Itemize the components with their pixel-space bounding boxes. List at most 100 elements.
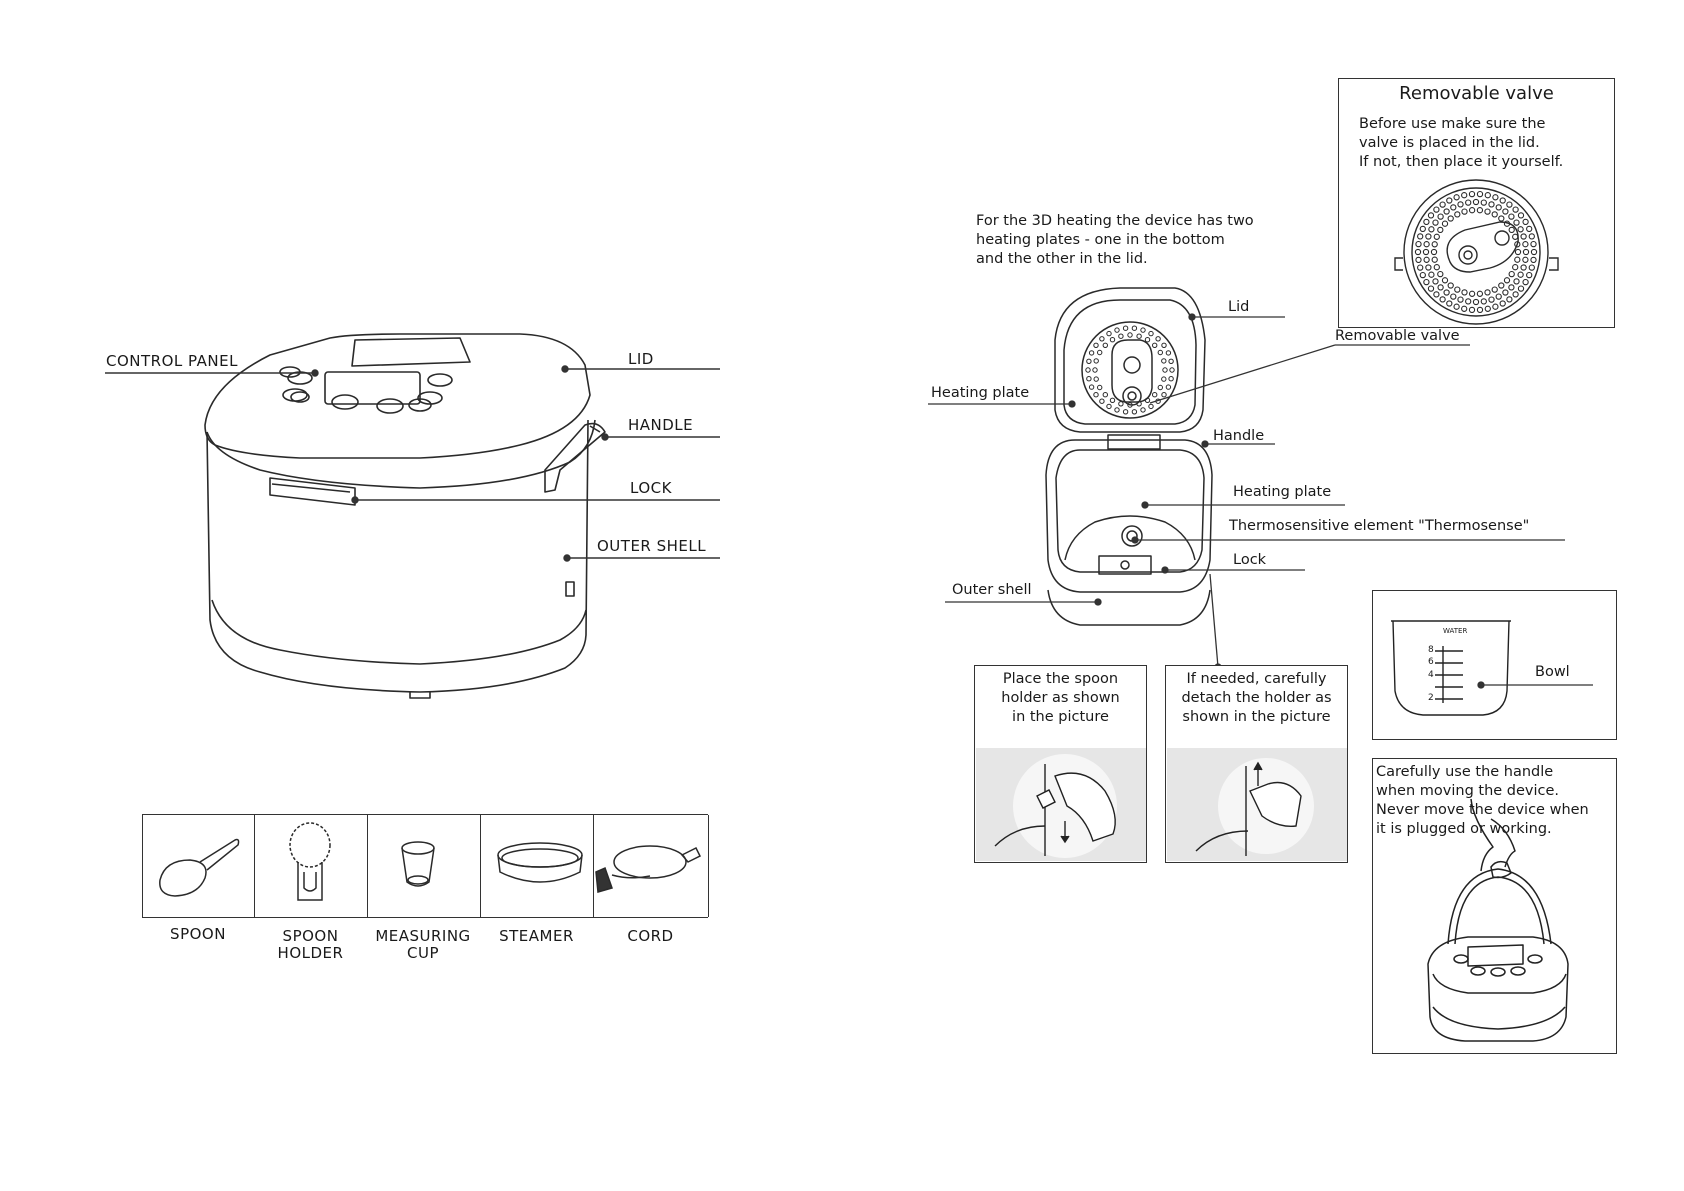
hole-dot (1437, 226, 1444, 234)
hole-dot (1439, 296, 1446, 303)
hole-dot (1499, 300, 1506, 307)
spoon-holder-detach-box: If needed, carefully detach the holder a… (1165, 665, 1348, 863)
hole-dot (1432, 219, 1439, 226)
hole-dot (1512, 233, 1519, 240)
hole-dot (1522, 241, 1529, 248)
hole-dot (1165, 350, 1172, 356)
hole-dot (1472, 198, 1480, 206)
hole-dot (1520, 264, 1527, 271)
hole-dot (1131, 409, 1138, 415)
hole-dot (1093, 342, 1099, 348)
hole-dot (1423, 241, 1430, 248)
hole-dot (1161, 392, 1167, 398)
valve-box-text: Before use make sure the valve is placed… (1359, 116, 1564, 170)
bowl-box: WATER 8 6 4 2 Bowl (1372, 590, 1617, 740)
hole-dot (1530, 248, 1538, 256)
hole-dot (1514, 241, 1521, 248)
hole-dot (1488, 296, 1495, 303)
hole-dot (1528, 233, 1535, 240)
label-outer-shell: OUTER SHELL (597, 537, 707, 555)
hole-dot (1468, 306, 1476, 314)
hole-dot (1506, 296, 1513, 303)
hole-dot (1512, 206, 1519, 213)
hole-dot (1517, 285, 1525, 292)
label-thermosensitive: Thermosensitive element "Thermosense" (1229, 518, 1530, 534)
hole-dot (1502, 208, 1509, 215)
hole-dot (1431, 241, 1438, 248)
hole-dot (1437, 284, 1444, 291)
hole-dot (1437, 270, 1444, 278)
label-lid: LID (628, 350, 654, 368)
hole-dot (1099, 398, 1105, 404)
hole-dot (1517, 271, 1524, 278)
hole-dot (1512, 291, 1519, 298)
label-handle: HANDLE (628, 416, 694, 434)
hole-dot (1086, 376, 1092, 382)
hole-dot (1097, 349, 1103, 356)
hole-dot (1472, 298, 1480, 306)
accessory-label-spoon-holder: SPOON HOLDER (277, 927, 344, 962)
hole-dot (1106, 330, 1112, 337)
hole-dot (1453, 194, 1460, 201)
hole-dot (1109, 397, 1116, 403)
hole-dot (1088, 350, 1095, 356)
hole-dot (1131, 325, 1138, 331)
hole-dot (1502, 289, 1509, 296)
hole-dot (1148, 403, 1154, 410)
intro-text: For the 3D heating the device has two he… (976, 213, 1254, 267)
hole-dot (1476, 207, 1484, 214)
spoon-box1-text: Place the spoon holder as shown in the p… (1001, 671, 1120, 725)
hole-dot (1517, 212, 1525, 219)
hole-dot (1476, 306, 1484, 314)
hole-dot (1520, 233, 1527, 240)
hole-dot (1144, 397, 1151, 403)
hole-dot (1447, 282, 1454, 289)
hole-dot (1484, 208, 1491, 215)
hole-dot (1476, 190, 1484, 198)
accessory-label-measuring-cup: MEASURING CUP (375, 927, 471, 962)
hole-dot (1453, 303, 1460, 310)
hole-dot (1450, 204, 1457, 211)
hole-dot (1423, 218, 1430, 226)
hole-dot (1503, 220, 1511, 227)
hole-dot (1431, 256, 1438, 263)
hole-dot (1437, 213, 1444, 220)
label-lock-right: Lock (1233, 552, 1267, 568)
hole-dot (1152, 342, 1158, 348)
hole-dot (1446, 197, 1453, 204)
hole-dot (1114, 407, 1120, 413)
hole-dot (1492, 194, 1499, 201)
hole-dot (1443, 208, 1450, 215)
label-lock: LOCK (630, 479, 672, 497)
hole-dot (1419, 271, 1426, 279)
hole-dot (1522, 278, 1529, 286)
hole-dot (1433, 206, 1440, 213)
hole-dot (1427, 212, 1435, 219)
handle-box-text: Carefully use the handle when moving the… (1376, 764, 1589, 837)
hole-dot (1417, 233, 1424, 240)
bowl-mark-8: 8 (1428, 645, 1434, 655)
hole-dot (1517, 226, 1524, 233)
hole-dot (1423, 278, 1430, 286)
hole-dot (1441, 277, 1449, 284)
accessory-cell-spoon-holder (255, 815, 368, 917)
handle-info-box: Carefully use the handle when moving the… (1372, 758, 1617, 1054)
hole-dot (1086, 358, 1092, 364)
hole-dot (1122, 409, 1129, 415)
hole-dot (1498, 282, 1505, 289)
hole-dot (1514, 248, 1522, 256)
hole-dot (1468, 290, 1476, 297)
hole-dot (1415, 256, 1422, 264)
hole-dot (1439, 201, 1446, 208)
hole-dot (1417, 264, 1424, 271)
hole-dot (1499, 197, 1506, 204)
hole-dot (1522, 248, 1530, 256)
hole-dot (1480, 298, 1487, 305)
hole-dot (1491, 286, 1498, 293)
label-heating-plate-bowl: Heating plate (1233, 484, 1332, 500)
hole-dot (1118, 401, 1124, 407)
hole-dot (1476, 290, 1484, 297)
bowl-mark-2: 2 (1428, 693, 1434, 703)
